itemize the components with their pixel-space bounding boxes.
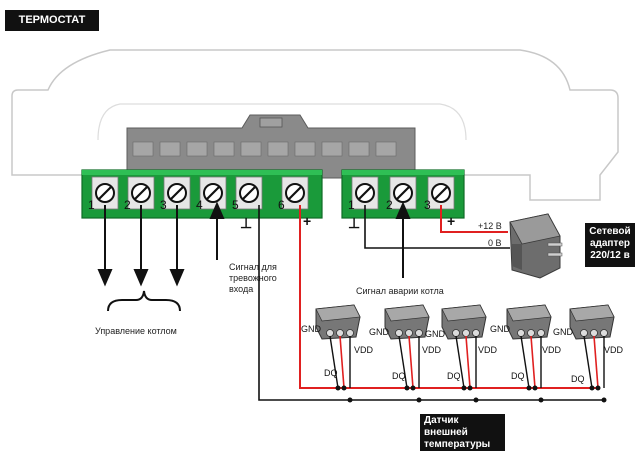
sensor-gnd-label: GND [553,327,573,337]
housing-inner-line [97,103,467,141]
adapter-line2: адаптер [589,238,631,249]
connector-latch [259,117,283,128]
ground-symbol: ⊥ [348,215,361,231]
terminal-number: 3 [424,198,431,212]
sensor-gnd-label: GND [369,327,389,337]
sensor-gnd-label: GND [490,324,510,334]
boiler-alarm-arrow [395,201,411,278]
sensor-vdd-label: VDD [478,345,498,355]
plus-symbol: + [447,213,456,229]
boiler-alarm-label: Сигнал аварии котла [356,286,444,296]
alarm-input-label-line1: Сигнал для [229,262,277,272]
plus12-label: +12 В [478,221,502,231]
plus-symbol: + [303,213,312,229]
ground-symbol: ⊥ [240,215,253,231]
adapter-badge: Сетевой адаптер 220/12 в [585,223,635,267]
terminal-number: 2 [386,198,393,212]
sensor-line2: внешней [424,427,468,438]
terminal-number: 3 [160,198,167,212]
sensor-vdd-label: VDD [354,345,374,355]
boiler-control-label: Управление котлом [95,326,177,336]
sensor-badge: Датчик внешней температуры [420,414,505,451]
sensor-vdd-label: VDD [604,345,624,355]
alarm-input-arrow [209,201,225,260]
sensor-dq-label: DQ [571,374,585,384]
title-badge: ТЕРМОСТАТ [5,10,99,31]
boiler-control-brace [107,290,181,312]
terminal-number: 2 [124,198,131,212]
terminal-number: 1 [88,198,95,212]
adapter-line1: Сетевой [589,226,631,237]
terminal-number: 1 [348,198,355,212]
sensor-gnd-label: GND [301,324,321,334]
boiler-control-arrows [97,205,185,287]
bus-junctions [335,385,607,403]
terminal-number: 5 [232,198,239,212]
sensor-vdd-label: VDD [422,345,442,355]
sensor-dq-label: DQ [447,371,461,381]
terminal-number: 6 [278,198,285,212]
sensor-dq-label: DQ [511,371,525,381]
sensor-gnd-label: GND [425,329,445,339]
wire-zero [364,205,510,249]
alarm-input-label-line3: входа [229,284,254,294]
temperature-sensors [315,304,615,389]
adapter-line3: 220/12 в [590,250,630,261]
terminal-number: 4 [196,198,203,212]
connector-pins [132,141,397,157]
wire-gnd-bus [258,205,604,401]
wire-plus12 [440,205,508,233]
wire-dq-bus [299,205,598,389]
screw-terminals-left [91,176,309,210]
sensor-vdd-label: VDD [542,345,562,355]
sensor-line1: Датчик [424,415,459,426]
alarm-input-label-line2: тревожного [229,273,277,283]
power-adapter-icon [509,213,563,279]
screw-terminals-right [351,176,455,210]
zero-volt-label: 0 В [488,238,502,248]
sensor-line3: температуры [424,439,491,450]
sensor-dq-label: DQ [392,371,406,381]
sensor-dq-label: DQ [324,368,338,378]
